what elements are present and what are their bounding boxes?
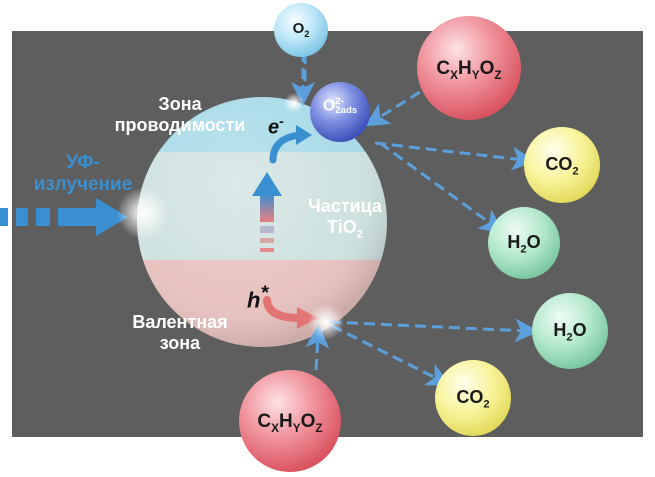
o2-top-label: O2 <box>292 20 310 39</box>
electron-flare <box>284 93 304 113</box>
h2o-lower-label: H2O <box>553 320 587 344</box>
co2-molecule-lower <box>435 360 511 436</box>
flow-arrows <box>291 34 539 386</box>
cxhyoz-top-label: CXHYOZ <box>436 58 502 82</box>
uv-arrow <box>0 198 128 236</box>
hole-arrow <box>263 296 304 322</box>
electron-arrowhead <box>296 125 312 145</box>
cxhyoz-molecule-top <box>417 16 521 120</box>
electron-label: e- <box>268 113 284 139</box>
cxhyoz-bottom-label: CXHYOZ <box>257 411 323 435</box>
hole-label: h* <box>247 282 269 313</box>
particle-label: Частица TiO2 <box>308 196 382 241</box>
h2o-molecule-lower <box>532 293 608 369</box>
h2o-right-label: H2O <box>507 232 541 256</box>
uv-flare <box>117 187 169 239</box>
o2-ads-molecule <box>310 82 370 142</box>
conduction-zone-label: Зона проводимости <box>114 94 246 135</box>
hole-arrowhead <box>297 307 318 329</box>
co2-right-label: CO2 <box>545 154 579 178</box>
uv-label: УФ- излучение <box>33 152 133 195</box>
electron-arrow <box>269 131 304 164</box>
cxhyoz-molecule-bottom <box>239 370 341 472</box>
o2-molecule-top <box>274 3 328 57</box>
valence-zone-label: Валентная зона <box>132 312 228 353</box>
h2o-molecule-right <box>488 207 560 279</box>
excitation-arrow <box>252 172 282 252</box>
co2-molecule-right <box>524 127 600 203</box>
co2-lower-label: CO2 <box>456 387 490 411</box>
hole-flare <box>308 304 344 340</box>
